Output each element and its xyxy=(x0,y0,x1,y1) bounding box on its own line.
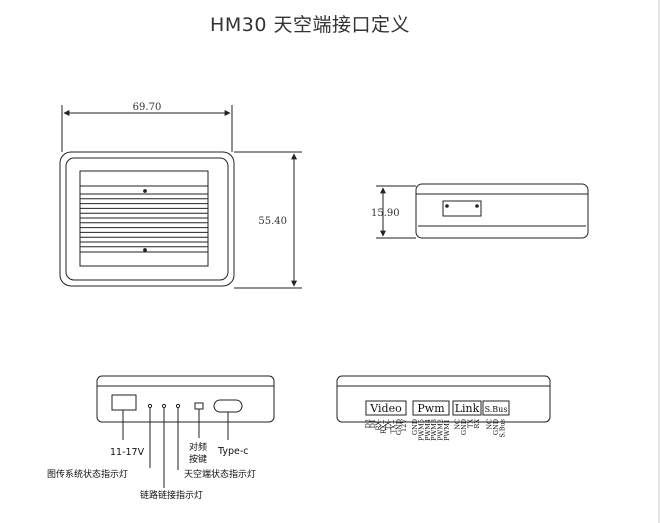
port-box-sbus xyxy=(482,400,510,416)
pin-label: PWM2 xyxy=(437,419,445,441)
pin-label: TX+ xyxy=(390,419,398,433)
pin-label: TX xyxy=(466,419,474,428)
heatsink-fins xyxy=(80,193,208,248)
pin-label: PWM5 xyxy=(417,419,425,441)
type-c-port xyxy=(213,399,243,413)
pin-label: PWM1 xyxy=(443,419,451,441)
pin-label: 12V xyxy=(400,419,408,432)
pin-label: GND xyxy=(411,419,419,435)
screw-bottom xyxy=(143,248,147,252)
pin-label: PWM4 xyxy=(424,419,432,441)
pin-label: RX- xyxy=(374,419,382,431)
right-end-view xyxy=(336,375,551,423)
front-view xyxy=(59,105,302,289)
pin-label: GND xyxy=(395,419,403,435)
front-body-inner xyxy=(65,157,229,281)
width-label: 69.70 xyxy=(133,102,162,113)
port-box-pwm xyxy=(412,400,450,416)
port-name: Pwm xyxy=(417,402,445,415)
port-name: S.Bus xyxy=(485,405,508,414)
link-led xyxy=(161,403,167,409)
height-label: 55.40 xyxy=(258,216,287,227)
port-box-video xyxy=(365,400,407,416)
screw-top xyxy=(143,189,147,193)
type-c-label: Type-c xyxy=(217,446,248,457)
thickness-label: 15.90 xyxy=(371,208,400,219)
port-name: Video xyxy=(369,402,402,415)
pair-button-label: 对频按键 xyxy=(189,441,207,465)
side-body xyxy=(415,183,589,239)
air-status-led xyxy=(175,403,181,409)
power-label: 11-17V xyxy=(110,447,145,458)
side-view xyxy=(376,183,589,239)
pin-label: TX- xyxy=(385,419,393,430)
side-connector xyxy=(442,200,482,217)
air-status-led-label: 天空端状态指示灯 xyxy=(184,468,256,480)
page-title: HM30 天空端接口定义 xyxy=(210,14,410,36)
pin-label: NC xyxy=(453,419,461,430)
pin-label: NC xyxy=(486,419,494,430)
pin-label: GND xyxy=(492,419,500,435)
left-end-view xyxy=(96,375,275,488)
image-status-led xyxy=(147,403,153,409)
port-box-link xyxy=(452,400,482,416)
pin-label: GND xyxy=(460,419,468,435)
front-body-outer xyxy=(59,151,235,287)
pin-label: S.Bus xyxy=(499,419,507,438)
left-panel-body xyxy=(96,375,275,423)
link-led-label: 链路链接指示灯 xyxy=(140,489,203,501)
pair-button xyxy=(194,402,204,410)
port-group: VideoD2D1RX-RX+TX-TX+GND12VPwmGNDPWM5PWM… xyxy=(364,400,510,441)
pin-label: RX xyxy=(473,419,481,429)
power-connector xyxy=(111,394,137,411)
port-name: Link xyxy=(455,402,480,415)
right-panel-body xyxy=(336,375,551,423)
page-edge xyxy=(658,0,660,523)
pin-label: RX+ xyxy=(379,419,387,434)
pin-label: PWM3 xyxy=(430,419,438,441)
pin-label: D1 xyxy=(369,419,377,428)
image-status-led-label: 图传系统状态指示灯 xyxy=(47,468,128,480)
pin-label: D2 xyxy=(364,419,372,428)
